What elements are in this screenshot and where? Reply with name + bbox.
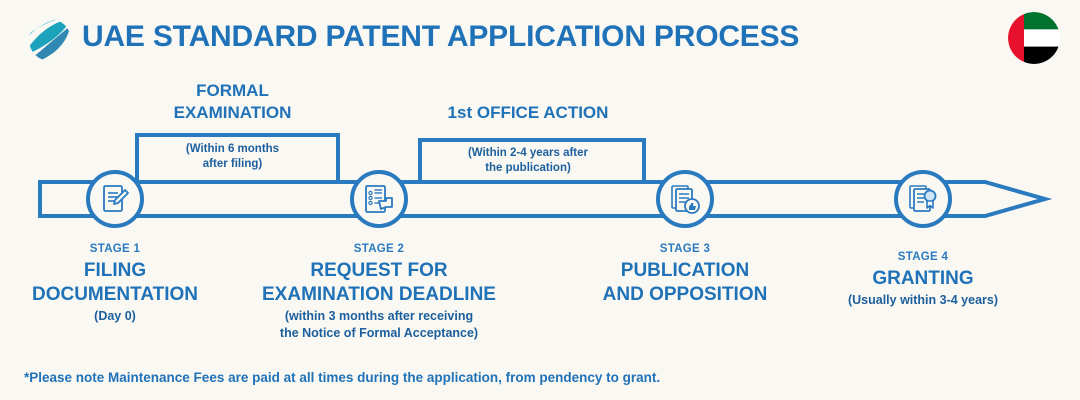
documents-thumbsup-icon — [668, 182, 702, 216]
bracket-title-formal-examination: FORMAL EXAMINATION — [173, 81, 292, 122]
stage-node-2[interactable] — [350, 170, 408, 228]
stage-number-1: STAGE 1 — [89, 243, 141, 255]
footer-note: *Please note Maintenance Fees are paid a… — [24, 370, 661, 385]
stage-label-1: STAGE 1 FILING DOCUMENTATION (Day 0) — [5, 242, 225, 325]
stage-number-4: STAGE 4 — [897, 251, 949, 263]
stage-label-4: STAGE 4 GRANTING (Usually within 3-4 yea… — [813, 250, 1033, 309]
bracket-shape-first-office-action — [418, 138, 646, 184]
stage-name-3: PUBLICATION AND OPPOSITION — [602, 260, 768, 305]
stage-number-3: STAGE 3 — [659, 243, 711, 255]
checklist-hand-icon — [362, 182, 396, 216]
stage-name-4: GRANTING — [872, 268, 974, 289]
globe-swirl-logo-icon — [24, 14, 76, 64]
stage-node-3[interactable] — [656, 170, 714, 228]
bracket-shape-formal-examination — [135, 133, 340, 184]
bracket-subtitle-first-office-action: (Within 2-4 years after the publication) — [467, 147, 589, 174]
stage-node-circle-2 — [350, 170, 408, 228]
stage-note-4: (Usually within 3-4 years) — [847, 293, 999, 307]
bracket-subtitle-formal-examination: (Within 6 months after filing) — [185, 143, 280, 170]
document-pencil-icon — [98, 182, 132, 216]
stage-name-1: FILING DOCUMENTATION — [31, 260, 199, 305]
stage-node-4[interactable] — [894, 170, 952, 228]
timeline-arrow — [0, 168, 1080, 235]
stage-node-1[interactable] — [86, 170, 144, 228]
uae-flag-icon — [1008, 12, 1060, 64]
stage-note-1: (Day 0) — [94, 309, 136, 323]
stage-name-2: REQUEST FOR EXAMINATION DEADLINE — [262, 260, 496, 305]
page-title: UAE STANDARD PATENT APPLICATION PROCESS — [82, 20, 800, 53]
stage-label-2: STAGE 2 REQUEST FOR EXAMINATION DEADLINE… — [249, 242, 509, 342]
stage-number-2: STAGE 2 — [353, 243, 405, 255]
bracket-title-first-office-action: 1st OFFICE ACTION — [447, 103, 609, 122]
bracket-first-office-action: 1st OFFICE ACTION (Within 2-4 years afte… — [408, 102, 648, 184]
certificate-seal-icon — [906, 182, 940, 216]
stage-label-3: STAGE 3 PUBLICATION AND OPPOSITION — [565, 242, 805, 308]
bracket-formal-examination: FORMAL EXAMINATION (Within 6 months afte… — [125, 80, 340, 184]
stage-note-2: (within 3 months after receiving the Not… — [279, 309, 479, 340]
